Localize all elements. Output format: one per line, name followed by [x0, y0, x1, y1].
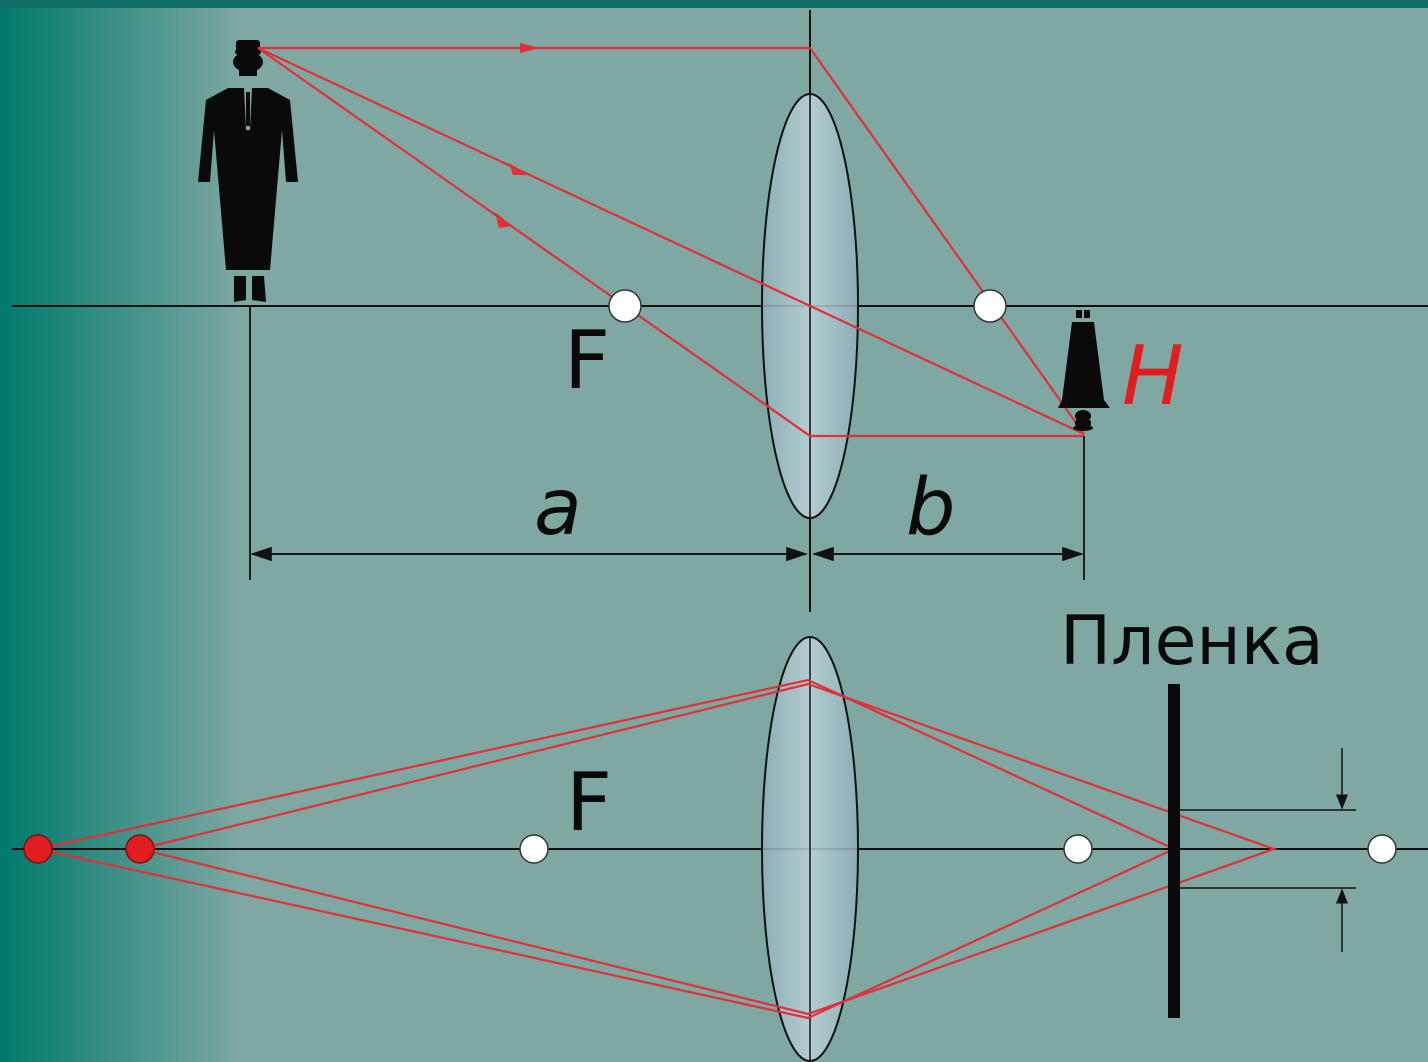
- top-focus-point-right: [973, 289, 1007, 323]
- ray-through-focus: [257, 47, 1084, 438]
- ray-through-center: [257, 47, 1085, 435]
- bottom-focus-point-left: [519, 834, 549, 864]
- bottom-focus-point-right: [1063, 834, 1093, 864]
- distance-b-label: b: [906, 463, 956, 553]
- top-strip: [0, 0, 1428, 8]
- ray-near-source: [139, 682, 1278, 1016]
- man-in-suit-icon: [198, 40, 298, 302]
- bottom-diagram: F Пленка: [12, 602, 1428, 1062]
- image-label: H: [1122, 329, 1184, 424]
- bottom-focus-label: F: [566, 756, 612, 849]
- ray-arrow-3: [495, 212, 512, 228]
- film-label: Пленка: [1060, 602, 1324, 681]
- top-focus-point-left: [608, 289, 642, 323]
- inverted-man-icon: [1058, 310, 1110, 431]
- ray-arrow-2: [509, 163, 529, 175]
- top-ray-arrows: [495, 43, 540, 228]
- top-focus-label: F: [564, 314, 610, 407]
- source-point-near: [125, 834, 155, 864]
- bottom-double-focus-point: [1367, 834, 1397, 864]
- top-diagram: F H a b: [12, 10, 1428, 612]
- film-plate: [1168, 684, 1180, 1018]
- distance-a-label: a: [534, 463, 582, 553]
- source-point-far: [23, 834, 53, 864]
- ray-arrow-1: [520, 43, 540, 53]
